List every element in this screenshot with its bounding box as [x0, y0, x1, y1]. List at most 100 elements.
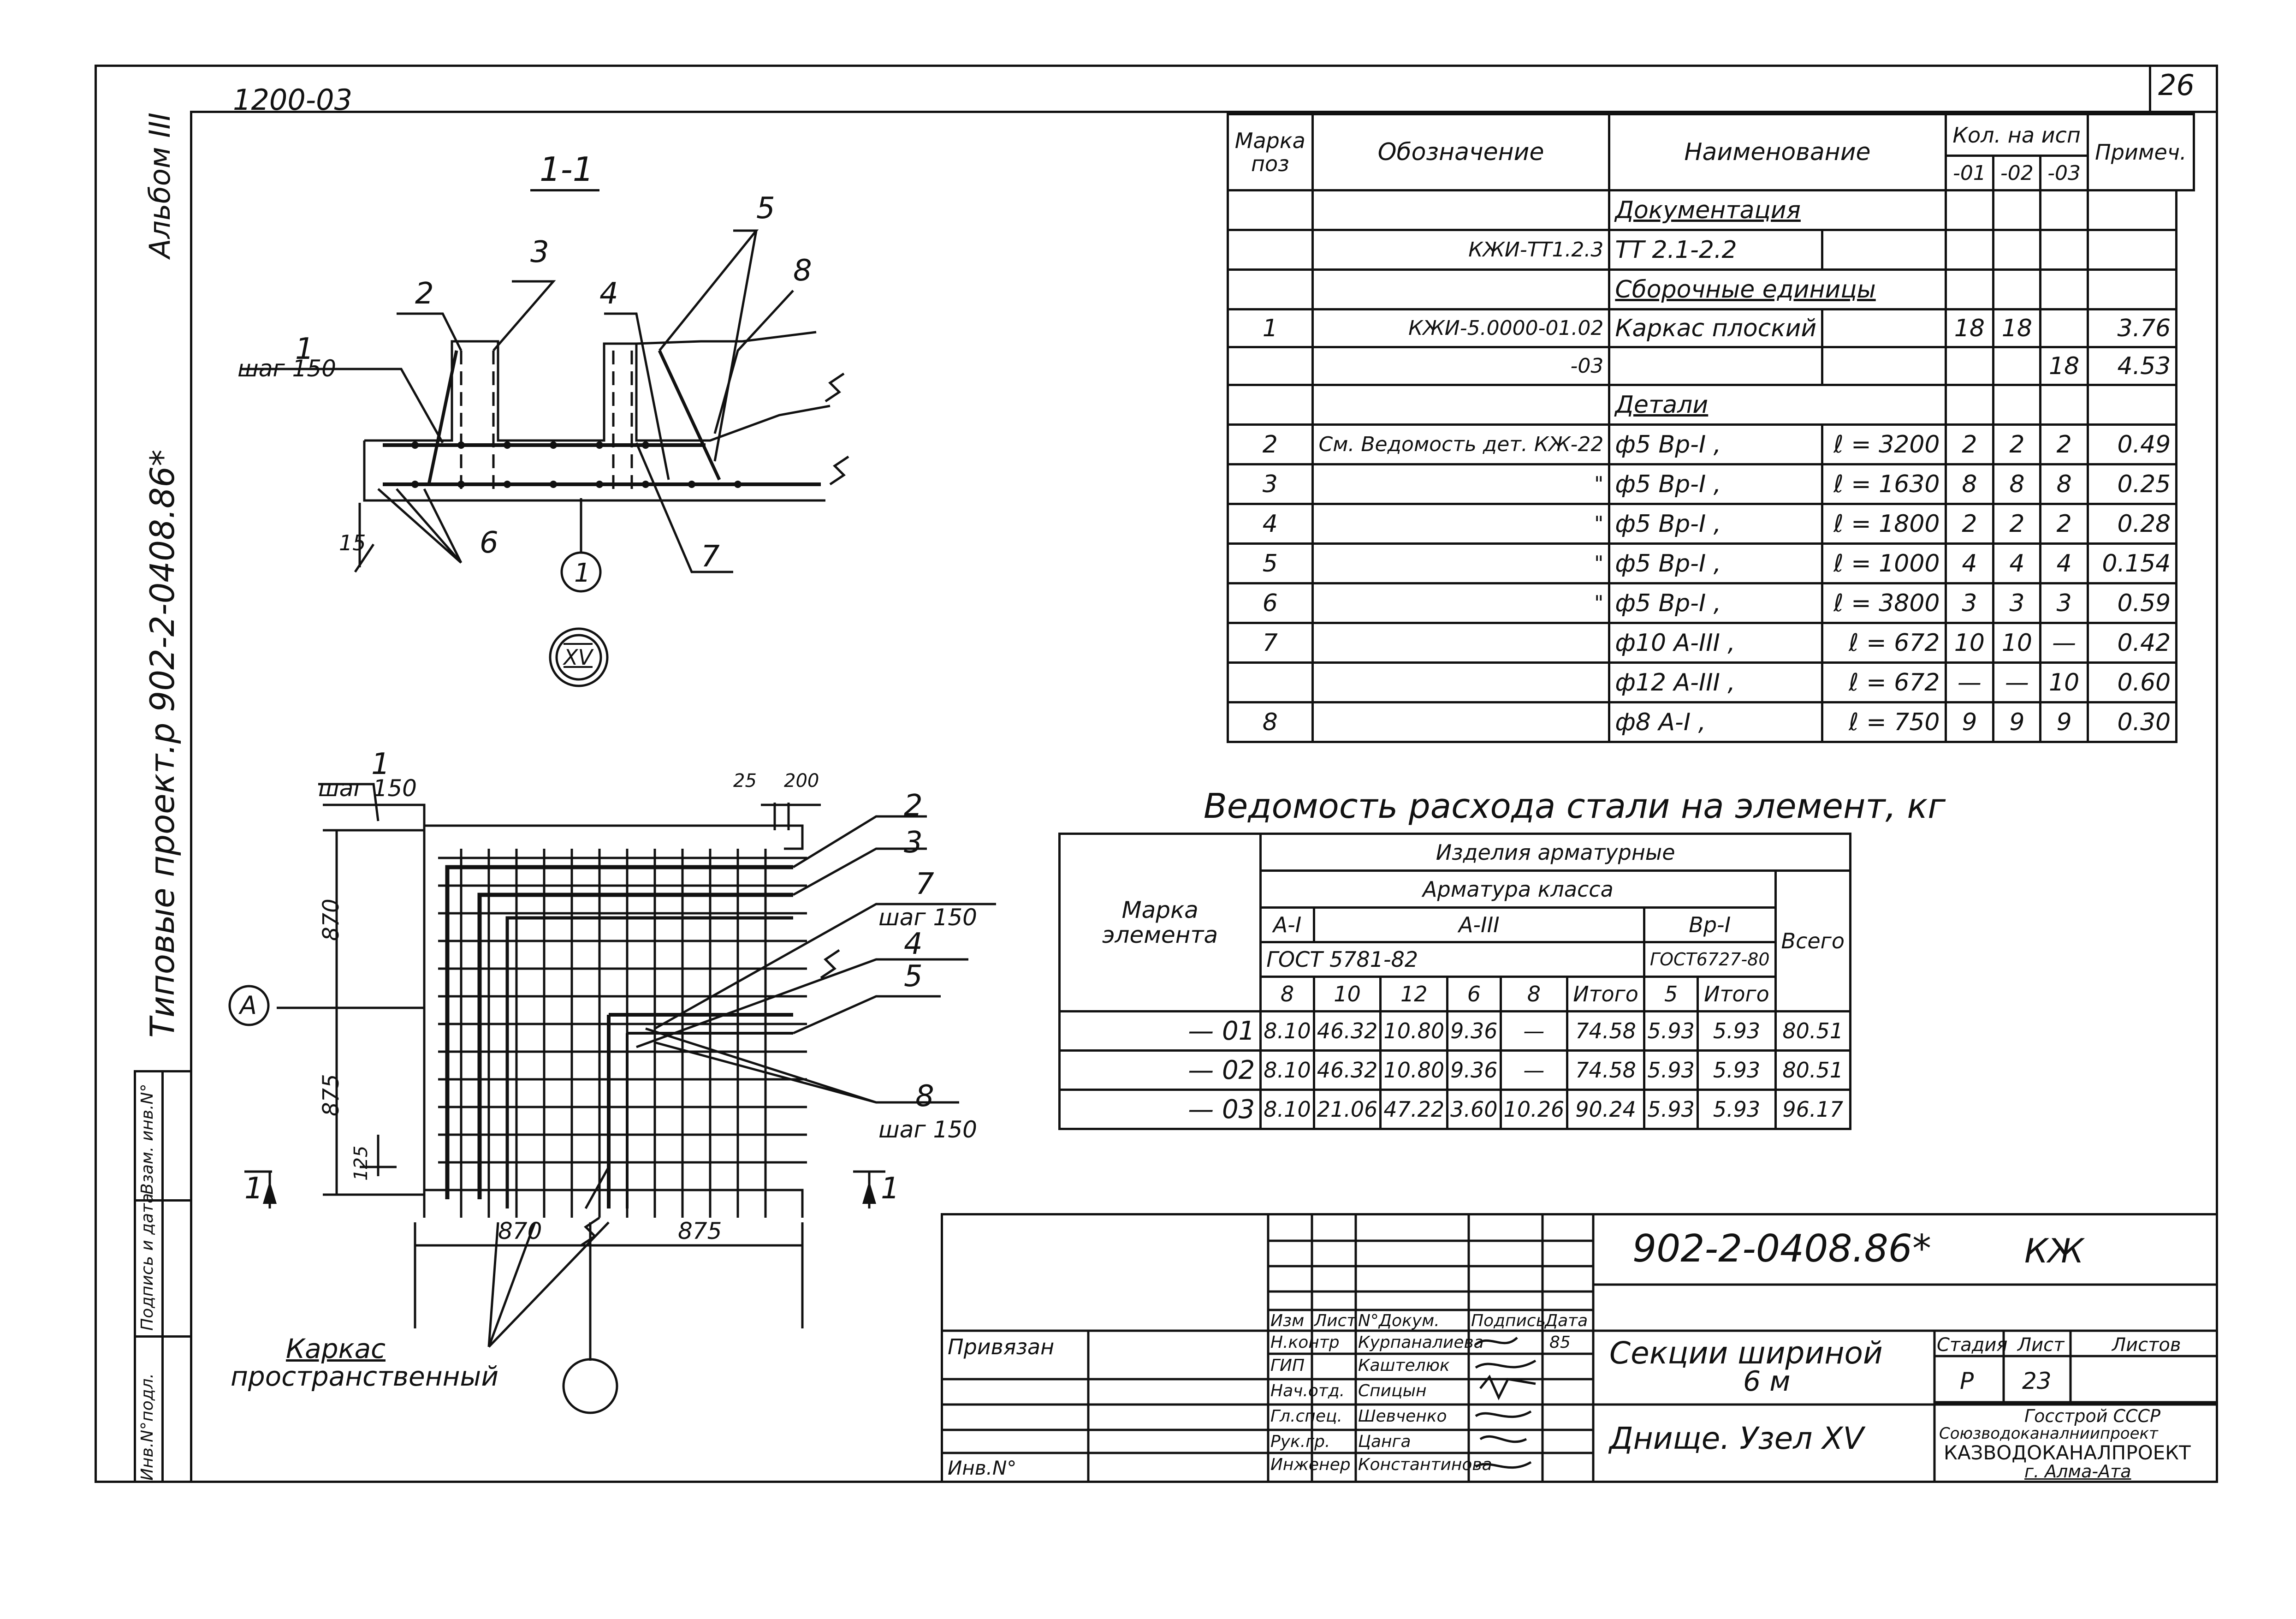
tb-signer-role: Н.контр [1270, 1333, 1340, 1352]
steel-sub-head: Итого [1697, 976, 1777, 1012]
spec-c3: 3 [2039, 582, 2089, 624]
spec-c2: 3 [1992, 582, 2042, 624]
spec-obozn [1311, 384, 1611, 426]
tb-list: 23 [2022, 1368, 2052, 1394]
steel-value: 80.51 [1774, 1010, 1852, 1052]
spec-len: ℓ = 750 [1821, 701, 1947, 743]
steel-row-mark: — 02 [1058, 1049, 1262, 1091]
spec-c3: 2 [2039, 423, 2089, 465]
spec-name: ф5 Вр-I , [1608, 463, 1824, 505]
callout-6: 6 [480, 526, 498, 560]
spec-name: ф5 Вр-I , [1608, 582, 1824, 624]
steel-value: 8.10 [1259, 1089, 1315, 1130]
plan-callout-1: 1 [371, 747, 390, 781]
spec-h-kol: Кол. на исп [1944, 113, 2089, 157]
callout-5: 5 [756, 191, 775, 226]
step-label-section: шаг 150 [237, 355, 336, 382]
spec-c3: 10 [2039, 661, 2089, 703]
spec-prim [2086, 229, 2178, 271]
spec-c2 [1992, 346, 2042, 386]
plan-callout-3: 3 [904, 826, 923, 860]
steel-value: 8.10 [1259, 1049, 1315, 1091]
steel-sub-head: 6 [1446, 976, 1502, 1012]
title-block [941, 1213, 2218, 1483]
spec-prim: 0.28 [2086, 503, 2178, 545]
spec-name: Документация [1608, 189, 1947, 231]
steel-value: 8.10 [1259, 1010, 1315, 1052]
node-circle-label: 1 [574, 558, 591, 588]
spec-obozn [1311, 701, 1611, 743]
tb-doc-code: 902-2-0408.86* [1632, 1227, 1931, 1271]
spec-c1: — [1944, 661, 1995, 703]
tb-listov-h: Листов [2112, 1334, 2181, 1356]
steel-h-izdeliya: Изделия арматурные [1259, 833, 1851, 872]
spec-obozn: -03 [1311, 346, 1611, 386]
spec-prim: 0.25 [2086, 463, 2178, 505]
spec-c3: 8 [2039, 463, 2089, 505]
drawing-frame [95, 65, 2218, 1483]
steel-value: 9.36 [1446, 1049, 1502, 1091]
spec-name [1608, 346, 1824, 386]
steel-value: — [1499, 1049, 1569, 1091]
tb-signer-role: Инженер [1270, 1455, 1351, 1474]
spec-len: ℓ = 3800 [1821, 582, 1947, 624]
spec-pos [1227, 346, 1314, 386]
tb-col-head: N°Докум. [1358, 1311, 1440, 1330]
steel-value: — [1499, 1010, 1569, 1052]
spec-c2 [1992, 229, 2042, 271]
spec-c1: 3 [1944, 582, 1995, 624]
spec-name: ф12 А-III , [1608, 661, 1824, 703]
tb-inv-no: Инв.N° [948, 1457, 1017, 1479]
top-band-line [190, 111, 2218, 113]
spec-pos: 7 [1227, 622, 1314, 664]
tb-signer-name: Каштелюк [1358, 1356, 1450, 1375]
spec-c1 [1944, 268, 1995, 310]
spec-c3: 4 [2039, 542, 2089, 584]
steel-value: 10.80 [1379, 1010, 1449, 1052]
spec-prim: 0.59 [2086, 582, 2178, 624]
steel-h-a3: А-III [1312, 906, 1645, 943]
spec-obozn: КЖИ-ТТ1.2.3 [1311, 229, 1611, 271]
spec-pos [1227, 189, 1314, 231]
spec-c2: 8 [1992, 463, 2042, 505]
spec-prim: 0.154 [2086, 542, 2178, 584]
spec-obozn: КЖИ-5.0000-01.02 [1311, 308, 1611, 348]
axis-label-a: А [240, 991, 257, 1020]
spec-len [1821, 229, 1947, 271]
spec-c1: 9 [1944, 701, 1995, 743]
spec-name: ф8 А-I , [1608, 701, 1824, 743]
steel-value: 96.17 [1774, 1089, 1852, 1130]
spec-c1: 2 [1944, 423, 1995, 465]
spec-c3 [2039, 268, 2089, 310]
steel-value: 46.32 [1312, 1049, 1382, 1091]
tb-org4: г. Алма-Ата [2024, 1461, 2131, 1482]
spec-len: ℓ = 1630 [1821, 463, 1947, 505]
spec-obozn [1311, 189, 1611, 231]
tb-signer-date: 85 [1549, 1333, 1571, 1352]
tb-signer-role: Гл.спец. [1270, 1407, 1342, 1426]
spec-pos: 3 [1227, 463, 1314, 505]
left-stamp: Инв.N°подл. Подпись и дата Взам. инв.N° [134, 1070, 190, 1483]
spec-obozn [1311, 268, 1611, 310]
tb-col-head: Изм [1270, 1311, 1305, 1330]
spec-c1: 2 [1944, 503, 1995, 545]
tb-signer-name: Курпаналиева [1358, 1333, 1484, 1352]
spec-c3 [2039, 308, 2089, 348]
callout-8: 8 [793, 254, 812, 288]
spec-name: ф10 А-III , [1608, 622, 1824, 664]
steel-h-gost1: ГОСТ 5781-82 [1259, 941, 1645, 978]
album-code: 1200-03 [233, 83, 353, 117]
tb-org2: Союзводоканалниипроект [1939, 1424, 2158, 1443]
steel-value: 80.51 [1774, 1049, 1852, 1091]
spec-obozn: " [1311, 582, 1611, 624]
spec-pos [1227, 229, 1314, 271]
tb-name-line1: Секции шириной [1609, 1335, 1883, 1371]
plan-callout-8: 8 [915, 1079, 934, 1113]
spec-pos: 2 [1227, 423, 1314, 465]
tb-org3: КАЗВОДОКАНАЛПРОЕКТ [1944, 1441, 2191, 1464]
spec-h-02: -02 [1992, 155, 2042, 191]
spec-c2: 2 [1992, 503, 2042, 545]
steel-sub-head: 5 [1643, 976, 1699, 1012]
spec-c1: 18 [1944, 308, 1995, 348]
